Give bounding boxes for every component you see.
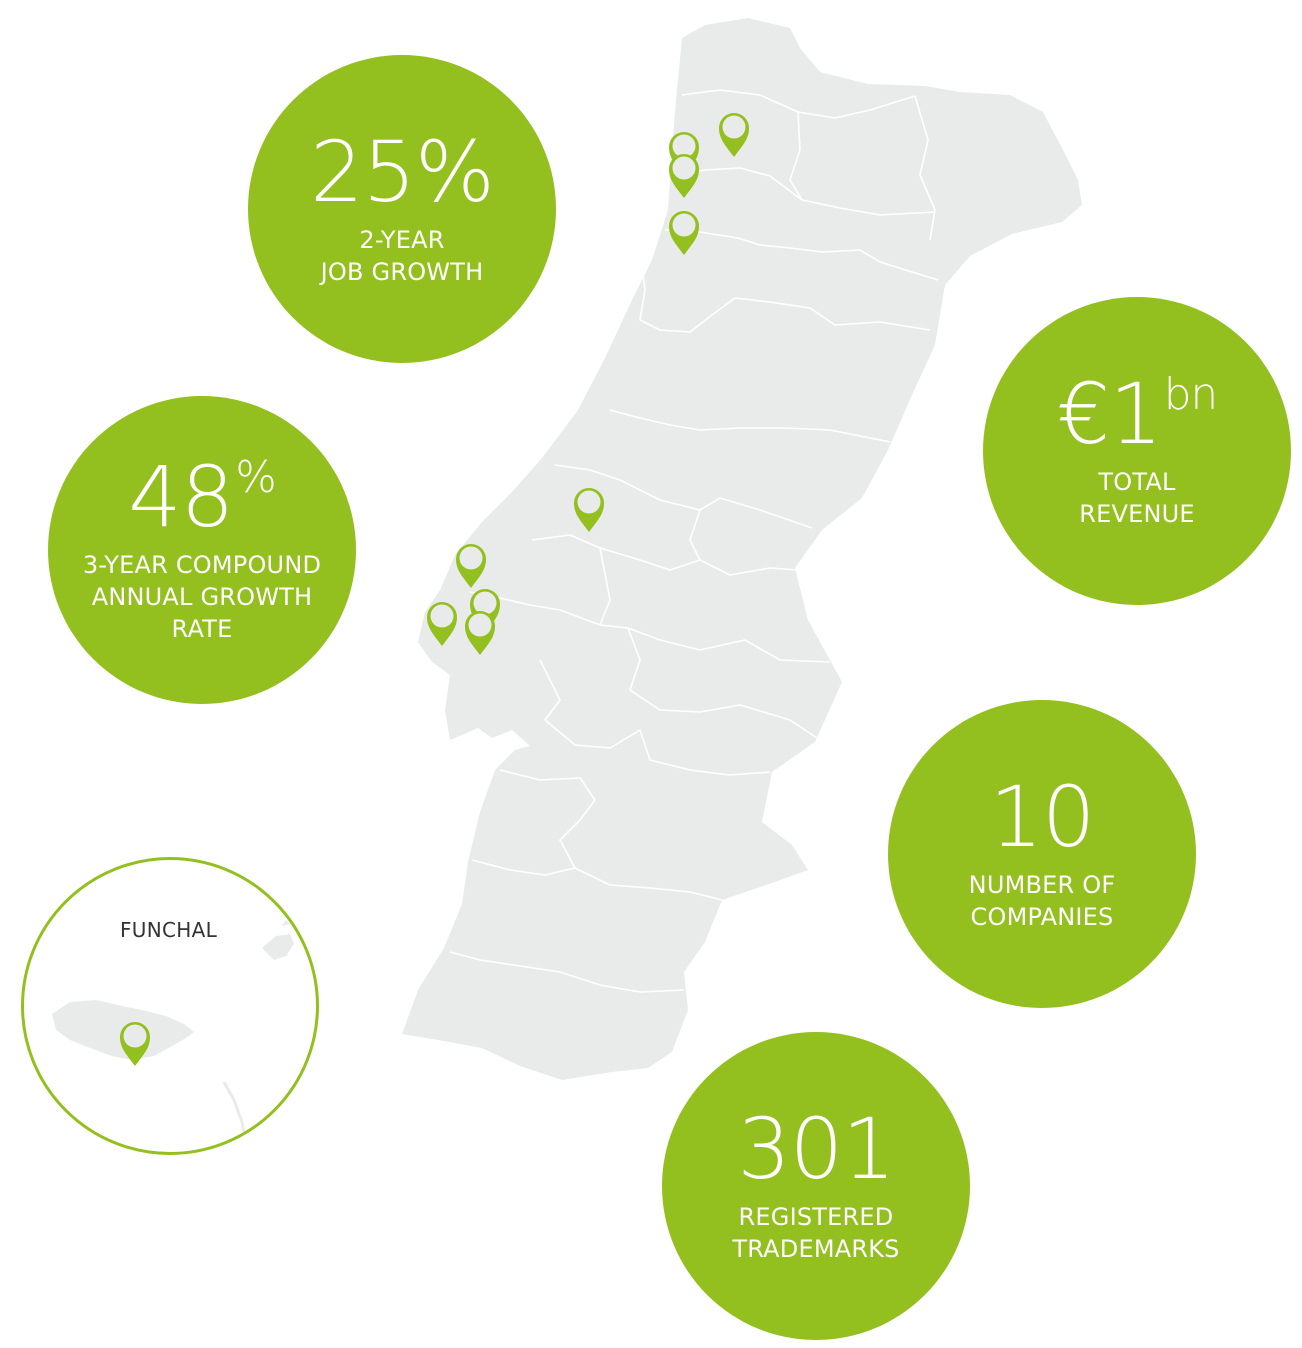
- location-pin-icon: [574, 488, 604, 532]
- location-pin-icon: [120, 1022, 150, 1066]
- stat-label: NUMBER OF COMPANIES: [968, 871, 1116, 931]
- stat-value-main: 25%: [310, 123, 495, 221]
- district-borders: [449, 89, 939, 993]
- stat-value: 10: [989, 768, 1096, 866]
- stat-value-main: 48: [128, 448, 234, 546]
- stat-value-main: 10: [989, 768, 1096, 866]
- stat-value-main: 301: [737, 1100, 895, 1198]
- location-pin-icon: [719, 113, 749, 157]
- location-pin-icon: [120, 1022, 150, 1066]
- location-pin-icon: [456, 544, 486, 588]
- funchal-inset: FUNCHAL: [21, 857, 319, 1155]
- stat-value: 25%: [310, 123, 495, 221]
- stat-value: 48%: [128, 448, 276, 546]
- location-pin-icon: [465, 611, 495, 655]
- location-pin-icon: [669, 211, 699, 255]
- portugal-mainland: [402, 18, 1082, 1080]
- map-markers: [427, 113, 749, 655]
- madeira-map: [52, 920, 294, 1146]
- inset-label: FUNCHAL: [120, 918, 218, 942]
- stat-circle-cagr: 48%3-YEAR COMPOUND ANNUAL GROWTH RATE: [48, 396, 356, 704]
- stat-value-suffix: %: [235, 451, 276, 503]
- porto-santo-island: [262, 934, 294, 960]
- location-pin-icon: [669, 154, 699, 198]
- stat-circle-job-growth: 25%2-YEAR JOB GROWTH: [248, 55, 556, 363]
- stat-value-suffix: bn: [1163, 368, 1218, 420]
- stat-value-main: €1: [1056, 365, 1163, 463]
- stat-label: REGISTERED TRADEMARKS: [732, 1203, 900, 1263]
- stat-label: 2-YEAR JOB GROWTH: [320, 226, 484, 286]
- stat-label: TOTAL REVENUE: [1079, 468, 1195, 528]
- stat-label: 3-YEAR COMPOUND ANNUAL GROWTH RATE: [82, 551, 322, 643]
- location-pin-icon: [427, 602, 457, 646]
- stat-value: 301: [737, 1100, 895, 1198]
